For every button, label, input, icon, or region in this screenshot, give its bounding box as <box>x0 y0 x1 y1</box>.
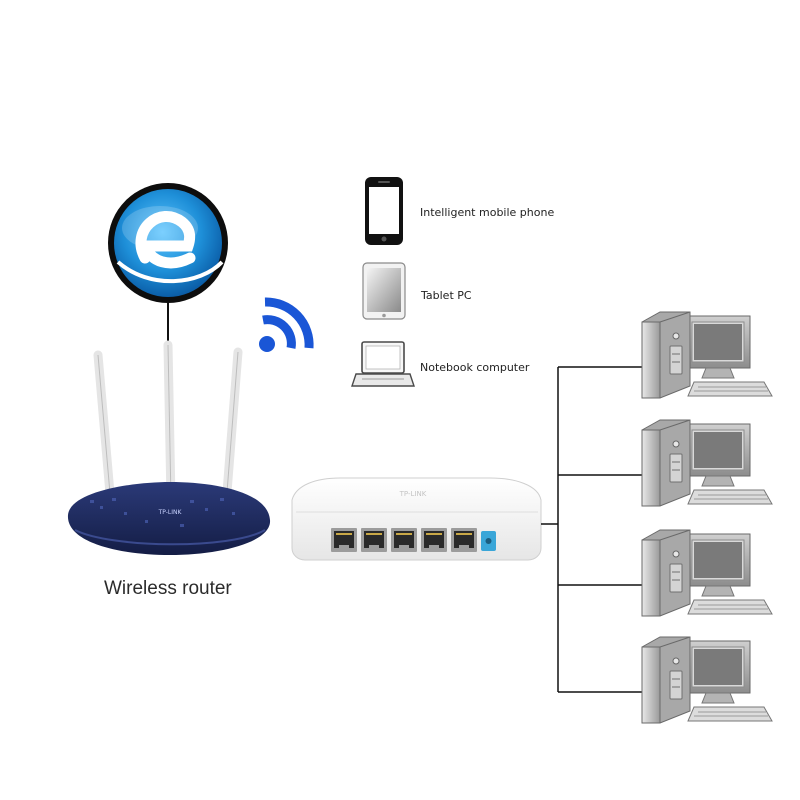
desktop-computer-icon <box>641 636 773 724</box>
notebook-label: Notebook computer <box>420 361 530 374</box>
desktop-computer-icon <box>641 311 773 399</box>
tablet-label: Tablet PC <box>421 289 472 302</box>
internet-explorer-icon <box>108 183 228 303</box>
ethernet-port <box>361 528 387 552</box>
switch-brand-logo: TP-LINK <box>399 490 427 498</box>
ethernet-port <box>421 528 447 552</box>
router-brand-logo: TP-LINK <box>158 509 183 516</box>
smartphone-icon <box>365 177 403 245</box>
ethernet-ports <box>331 528 477 552</box>
ethernet-port <box>391 528 417 552</box>
phone-label: Intelligent mobile phone <box>420 206 555 219</box>
wireless-router: TP-LINK <box>67 340 271 555</box>
network-switch: TP-LINK <box>291 477 542 561</box>
desktop-computer-icon <box>641 419 773 507</box>
tablet-icon <box>362 262 406 320</box>
desktop-computers <box>641 311 773 724</box>
wifi-icon <box>259 297 314 352</box>
notebook-icon <box>351 341 415 387</box>
ethernet-port <box>451 528 477 552</box>
computer-bus-lines <box>557 366 642 693</box>
ethernet-port <box>331 528 357 552</box>
router-label: Wireless router <box>104 578 232 599</box>
desktop-computer-icon <box>641 529 773 617</box>
